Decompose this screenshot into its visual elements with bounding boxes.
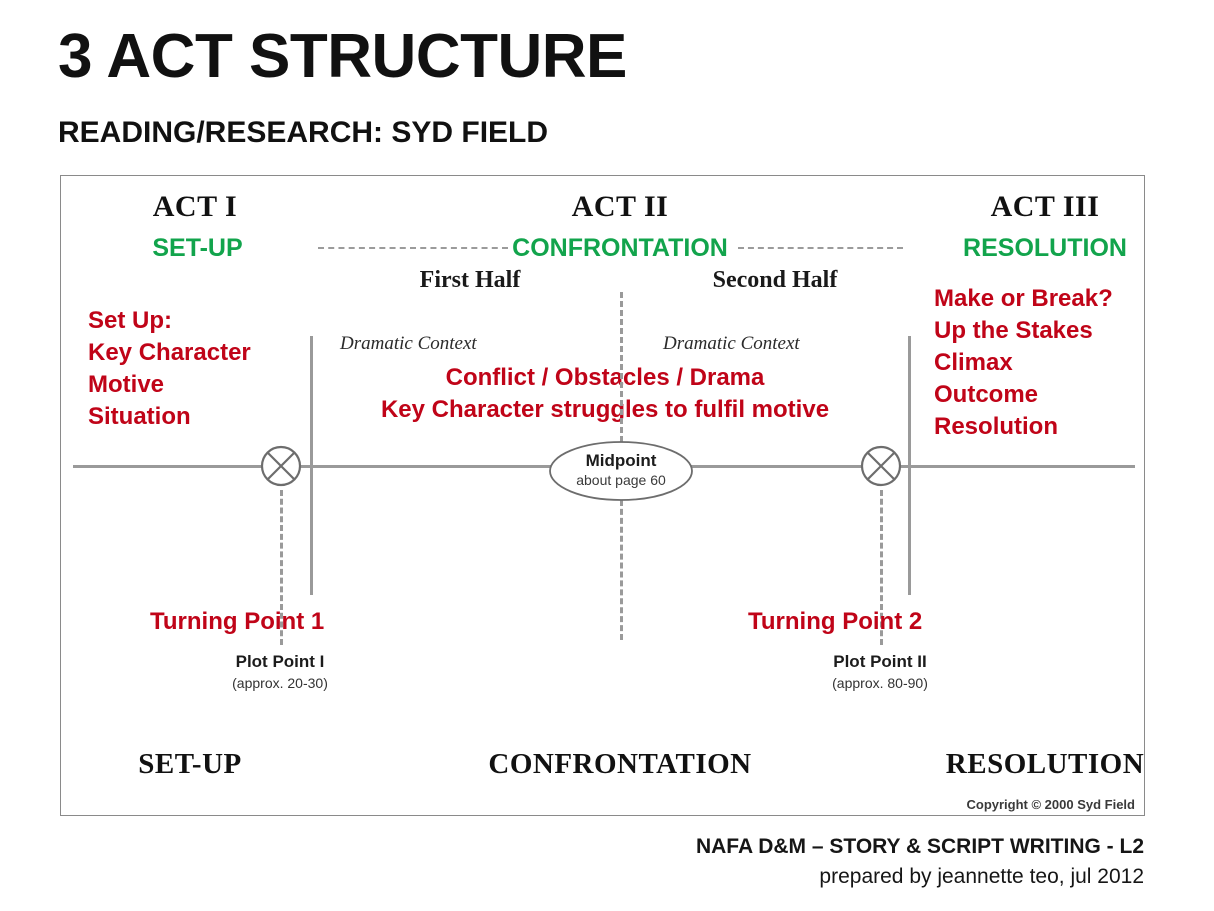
footer-course-line: NAFA D&M – STORY & SCRIPT WRITING - L2 <box>695 835 1144 858</box>
act-3-note-line: Up the Stakes <box>934 316 1093 344</box>
midpoint-sublabel: about page 60 <box>576 472 666 488</box>
act-1-notes: Set Up: Key Character Motive Situation <box>88 305 251 433</box>
second-half-label: Second Half <box>712 267 838 293</box>
turning-point-1-x-circle-icon <box>260 445 302 487</box>
act-3-green-label: RESOLUTION <box>963 234 1127 262</box>
midpoint-dash-lower <box>620 500 623 640</box>
confrontation-dash-left <box>318 247 508 249</box>
act-3-heading: ACT III <box>990 190 1100 223</box>
act-divider-right <box>908 336 911 595</box>
act-2-note-line: Conflict / Obstacles / Drama <box>445 364 765 391</box>
midpoint-dash-upper <box>620 292 623 442</box>
turning-point-2-label: Turning Point 2 <box>748 608 923 635</box>
act-2-note-line: Key Character struggles to fulfil motive <box>380 396 830 424</box>
footer-prepared-by-line: prepared by jeannette teo, jul 2012 <box>819 865 1144 888</box>
act-2-heading: ACT II <box>571 190 669 223</box>
dramatic-context-left: Dramatic Context <box>340 333 477 354</box>
midpoint-node: Midpoint about page 60 <box>548 440 694 502</box>
first-half-label: First Half <box>419 267 521 293</box>
bottom-label-resolution: RESOLUTION <box>945 748 1145 780</box>
plot-point-1-approx: (approx. 20-30) <box>232 675 328 691</box>
confrontation-dash-right <box>738 247 903 249</box>
plot-point-2-name: Plot Point II <box>833 652 927 671</box>
act-2-green-label: CONFRONTATION <box>512 234 728 262</box>
act-3-note-line: Outcome <box>934 380 1039 408</box>
act-1-heading: ACT I <box>152 190 238 223</box>
act-2-notes: Conflict / Obstacles / Drama Key Charact… <box>320 362 890 427</box>
act-1-note-line: Motive <box>88 370 165 398</box>
copyright-notice: Copyright © 2000 Syd Field <box>966 797 1135 812</box>
turning-point-1-label: Turning Point 1 <box>150 608 325 635</box>
turning-point-2-x-circle-icon <box>860 445 902 487</box>
act-divider-left <box>310 336 313 595</box>
act-3-note-line: Make or Break? <box>934 285 1113 312</box>
bottom-label-confrontation: CONFRONTATION <box>488 748 752 780</box>
act-1-note-line: Key Character <box>88 338 251 366</box>
page-title: 3 ACT STRUCTURE <box>58 22 627 91</box>
bottom-label-setup: SET-UP <box>138 748 242 780</box>
midpoint-ellipse-icon <box>549 441 693 501</box>
page-subtitle: READING/RESEARCH: SYD FIELD <box>58 116 549 149</box>
act-3-notes: Make or Break? Up the Stakes Climax Outc… <box>934 283 1113 443</box>
act-3-note-line: Climax <box>934 348 1013 376</box>
plot-point-1-name: Plot Point I <box>235 652 325 671</box>
plot-point-2-approx: (approx. 80-90) <box>832 675 928 691</box>
midpoint-label: Midpoint <box>585 451 657 470</box>
act-3-note-line: Resolution <box>934 412 1058 440</box>
dramatic-context-right: Dramatic Context <box>663 333 800 354</box>
act-1-green-label: SET-UP <box>152 234 243 262</box>
act-1-note-line: Set Up: <box>88 307 172 334</box>
turning-point-1-dash <box>280 490 283 645</box>
turning-point-2-dash <box>880 490 883 645</box>
act-1-note-line: Situation <box>88 402 191 430</box>
